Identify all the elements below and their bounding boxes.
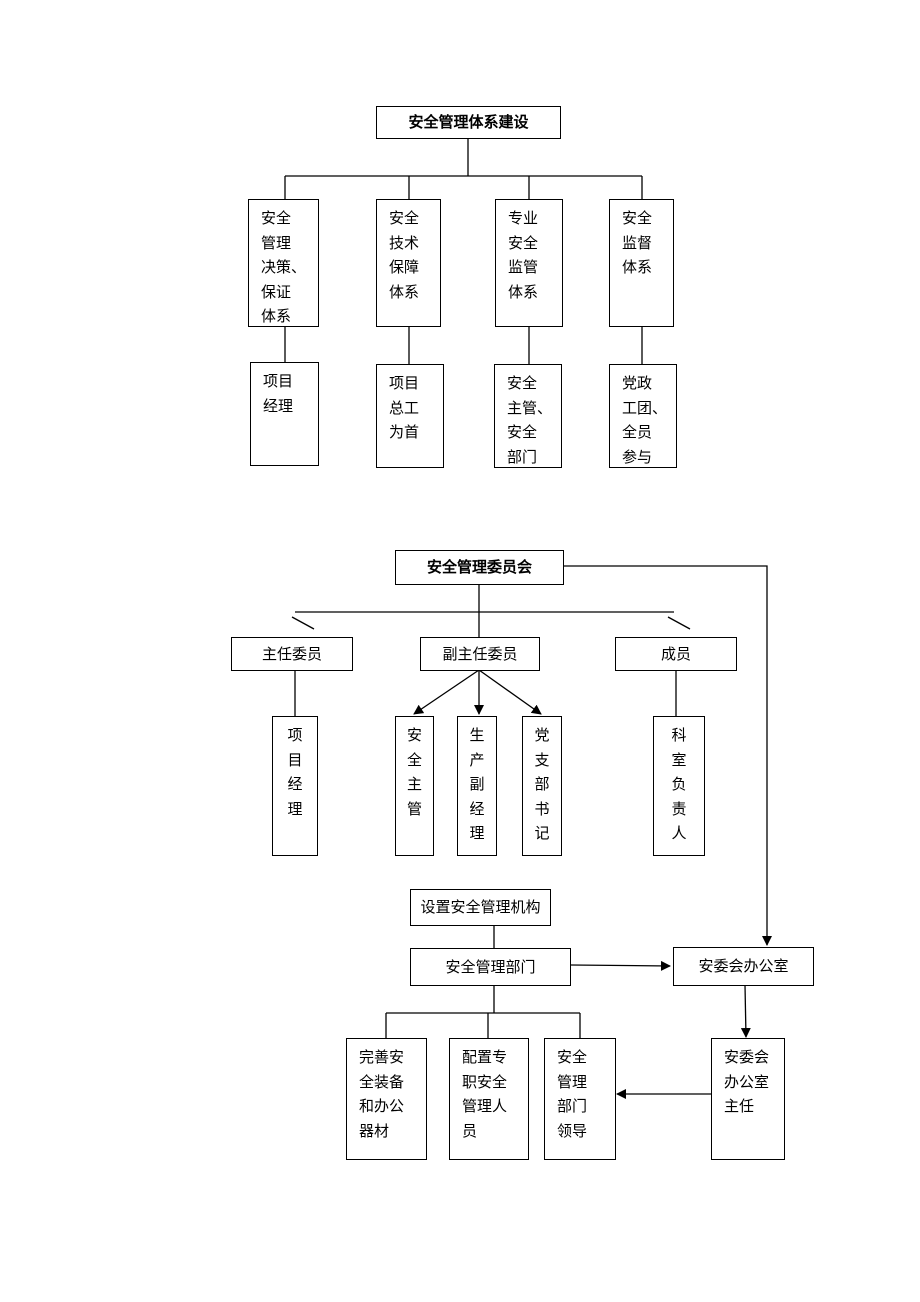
d2-slash-right [667,616,691,630]
d2-member-box: 成员 [615,637,737,671]
d1-system-supervision: 专业 安全 监管 体系 [495,199,563,327]
d2-member-detail: 科 室 负 责 人 [653,716,705,856]
d2-office-box: 安委会办公室 [673,947,814,986]
d2-deputy-detail-production: 生 产 副 经 理 [457,716,497,856]
d1-detail-safety-dept: 安全 主管、 安全 部门 [494,364,562,468]
d2-deputy-box: 副主任委员 [420,637,540,671]
d1-detail-manager: 项目 经理 [250,362,319,466]
d1-system-technical: 安全 技术 保障 体系 [376,199,441,327]
d2-deputy-detail-party: 党 支 部 书 记 [522,716,562,856]
d1-title-box: 安全管理体系建设 [376,106,561,139]
d2-dept-item-staffing: 配置专 职安全 管理人 员 [449,1038,529,1160]
d2-dept-item-equipment: 完善安 全装备 和办公 器材 [346,1038,427,1160]
d2-committee-to-office [563,565,772,946]
d2-setup-box: 设置安全管理机构 [410,889,551,926]
d2-dept-to-office [570,960,671,971]
d2-department-box: 安全管理部门 [410,948,571,986]
d1-detail-all-staff: 党政 工团、 全员 参与 [609,364,677,468]
d2-dept-item-leader: 安全 管理 部门 领导 [544,1038,616,1160]
d2-director-detail: 项 目 经 理 [272,716,318,856]
d2-director-box: 主任委员 [231,637,353,671]
d2-slash-left [291,616,315,630]
d2-office-head-box: 安委会 办公室 主任 [711,1038,785,1160]
d2-office-to-head [740,984,751,1038]
d2-deputy-arrow-1 [413,669,480,715]
d1-detail-chief-engineer: 项目 总工 为首 [376,364,444,468]
d1-system-monitoring: 安全 监督 体系 [609,199,674,327]
d2-deputy-arrow-3 [478,669,542,715]
d1-system-decision: 安全 管理 决策、 保证 体系 [248,199,319,327]
d2-deputy-detail-safety: 安 全 主 管 [395,716,434,856]
d2-title-box: 安全管理委员会 [395,550,564,585]
